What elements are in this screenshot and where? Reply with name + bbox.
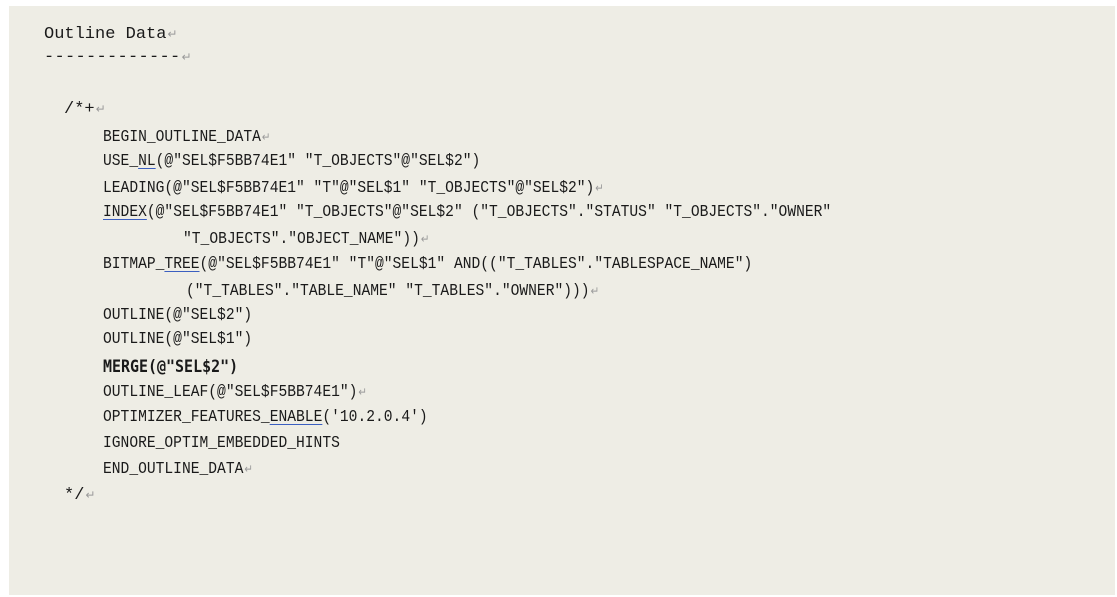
heading-rule: -------------↵	[44, 47, 192, 67]
code-line-outline-sel1: OUTLINE(@"SEL$1")	[103, 330, 276, 350]
hint-close-text: */	[64, 486, 85, 505]
code-text: LEADING(@"SEL$F5BB74E1" "T"@"SEL$1" "T_O…	[103, 179, 595, 198]
heading-text: Outline Data	[44, 25, 167, 44]
paragraph-mark-icon: ↵	[181, 50, 192, 64]
underlined-keyword: TREE	[164, 255, 200, 274]
code-text: ("T_TABLES"."TABLE_NAME" "T_TABLES"."OWN…	[186, 282, 590, 301]
paragraph-mark-icon: ↵	[261, 130, 271, 144]
paragraph-mark-icon: ↵	[590, 284, 600, 298]
paragraph-mark-icon: ↵	[244, 462, 253, 476]
code-line-outline-sel2: OUTLINE(@"SEL$2")	[103, 306, 276, 326]
code-text: USE_	[103, 152, 139, 171]
code-line-leading: LEADING(@"SEL$F5BB74E1" "T"@"SEL$1" "T_O…	[103, 178, 685, 198]
code-text: END_OUTLINE_DATA	[103, 460, 244, 479]
paragraph-mark-icon: ↵	[358, 385, 367, 399]
code-text: OUTLINE(@"SEL$2")	[103, 306, 253, 325]
code-text: OUTLINE(@"SEL$1")	[103, 330, 253, 349]
code-line-ignore-optim: IGNORE_OPTIM_EMBEDDED_HINTS	[103, 434, 378, 454]
code-line-optimizer-features: OPTIMIZER_FEATURES_ENABLE('10.2.0.4')	[103, 408, 480, 428]
paragraph-mark-icon: ↵	[167, 27, 178, 41]
code-text: (@"SEL$F5BB74E1" "T_OBJECTS"@"SEL$2")	[155, 152, 481, 171]
code-line-outline-leaf: OUTLINE_LEAF(@"SEL$F5BB74E1")↵	[103, 382, 410, 402]
paragraph-mark-icon: ↵	[420, 232, 430, 246]
code-line-end-outline-data: END_OUTLINE_DATA↵	[103, 459, 277, 479]
hint-open: /*+↵	[64, 99, 106, 119]
code-line-bitmap-tree-continued: ("T_TABLES"."TABLE_NAME" "T_TABLES"."OWN…	[186, 281, 666, 301]
code-text: OUTLINE_LEAF(@"SEL$F5BB74E1")	[103, 383, 358, 402]
code-line-merge: MERGE(@"SEL$2")	[103, 357, 257, 377]
paragraph-mark-icon: ↵	[595, 181, 604, 195]
code-text: BITMAP_	[103, 255, 165, 274]
code-text: ('10.2.0.4')	[322, 408, 428, 427]
underlined-keyword: NL	[138, 152, 156, 171]
code-line-index-continued: "T_OBJECTS"."OBJECT_NAME"))↵	[183, 229, 470, 249]
hint-close: */↵	[64, 485, 95, 505]
code-line-index: INDEX(@"SEL$F5BB74E1" "T_OBJECTS"@"SEL$2…	[103, 203, 950, 223]
hint-open-text: /*+	[64, 100, 95, 119]
code-text: BEGIN_OUTLINE_DATA	[103, 128, 261, 147]
code-text: "T_OBJECTS"."OBJECT_NAME"))	[183, 230, 420, 249]
paragraph-mark-icon: ↵	[95, 102, 106, 116]
code-line-begin-outline-data: BEGIN_OUTLINE_DATA↵	[103, 127, 298, 147]
code-panel	[9, 6, 1115, 595]
code-text: (@"SEL$F5BB74E1" "T_OBJECTS"@"SEL$2" ("T…	[146, 203, 832, 222]
code-line-bitmap-tree: BITMAP_TREE(@"SEL$F5BB74E1" "T"@"SEL$1" …	[103, 255, 858, 275]
code-line-use-nl: USE_NL(@"SEL$F5BB74E1" "T_OBJECTS"@"SEL$…	[103, 152, 542, 172]
underlined-keyword: INDEX	[103, 203, 147, 222]
code-text-bold: MERGE(@"SEL$2")	[103, 357, 239, 377]
rule-text: -------------	[44, 48, 181, 67]
code-text: IGNORE_OPTIM_EMBEDDED_HINTS	[103, 434, 340, 453]
code-text: OPTIMIZER_FEATURES_	[103, 408, 270, 427]
paragraph-mark-icon: ↵	[85, 488, 96, 502]
underlined-keyword: ENABLE	[269, 408, 323, 427]
outline-heading: Outline Data↵	[44, 24, 177, 44]
code-text: (@"SEL$F5BB74E1" "T"@"SEL$1" AND(("T_TAB…	[199, 255, 753, 274]
